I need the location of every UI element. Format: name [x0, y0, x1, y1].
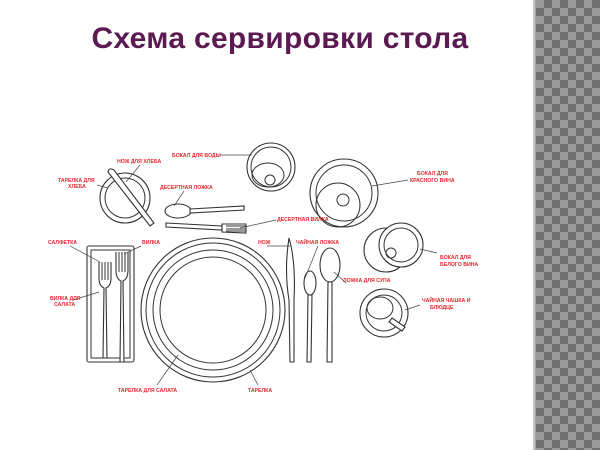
table-setting-diagram: БОКАЛ ДЛЯ ВОДЫ НОЖ ДЛЯ ХЛЕБА ТАРЕЛКА ДЛЯ… — [48, 142, 478, 394]
label-soup-spoon: ЛОЖКА ДЛЯ СУПА — [343, 278, 391, 284]
label-tea-cup-2: БЛЮДЦЕ — [430, 305, 454, 311]
label-white-wine-1: БОКАЛ ДЛЯ — [440, 255, 471, 261]
label-dessert-fork: ДЕСЕРТНАЯ ВИЛКА — [277, 217, 329, 223]
label-tea-cup-1: ЧАЙНАЯ ЧАШКА И — [422, 296, 471, 304]
teaspoon — [303, 270, 317, 363]
tea-cup-and-saucer — [359, 288, 409, 338]
salad-plate — [152, 249, 274, 371]
label-salad-fork-2: САЛАТА — [54, 302, 75, 308]
label-teaspoon: ЧАЙНАЯ ЛОЖКА — [296, 238, 339, 246]
page-title: Схема сервировки стола — [91, 22, 469, 55]
label-salad-fork-1: ВИЛКА ДЛЯ — [50, 296, 81, 302]
dinner-fork — [115, 252, 129, 363]
white-wine-glass — [363, 222, 424, 273]
label-plate: ТАРЕЛКА — [248, 388, 272, 394]
leader-lines — [69, 154, 438, 386]
dinner-knife — [285, 237, 295, 363]
label-bread-plate-2: ХЛЕБА — [68, 184, 86, 190]
dessert-fork — [165, 222, 247, 234]
soup-spoon — [319, 247, 341, 363]
bread-knife — [107, 168, 155, 227]
slide: Схема сервировки стола — [91, 22, 469, 55]
dessert-spoon — [164, 203, 245, 219]
salad-fork — [98, 262, 112, 359]
label-knife: НОЖ — [258, 240, 271, 246]
red-wine-glass — [309, 158, 379, 228]
water-glass — [246, 142, 296, 192]
label-fork: ВИЛКА — [142, 240, 160, 246]
label-dessert-spoon: ДЕСЕРТНАЯ ЛОЖКА — [160, 185, 213, 191]
decorative-pattern-border — [536, 0, 600, 450]
dinner-plate — [140, 237, 286, 383]
label-bread-knife: НОЖ ДЛЯ ХЛЕБА — [117, 159, 161, 165]
label-water-glass: БОКАЛ ДЛЯ ВОДЫ — [172, 153, 221, 159]
label-white-wine-2: БЕЛОГО ВИНА — [440, 262, 478, 268]
labels: БОКАЛ ДЛЯ ВОДЫ НОЖ ДЛЯ ХЛЕБА ТАРЕЛКА ДЛЯ… — [48, 153, 478, 394]
label-red-wine-2: КРАСНОГО ВИНА — [410, 178, 455, 184]
label-red-wine-1: БОКАЛ ДЛЯ — [417, 171, 448, 177]
label-salad-plate: ТАРЕЛКА ДЛЯ САЛАТА — [118, 388, 177, 394]
label-napkin: САЛФЕТКА — [48, 240, 77, 246]
label-bread-plate-1: ТАРЕЛКА ДЛЯ — [58, 178, 95, 184]
decorative-border-edge — [533, 0, 537, 450]
